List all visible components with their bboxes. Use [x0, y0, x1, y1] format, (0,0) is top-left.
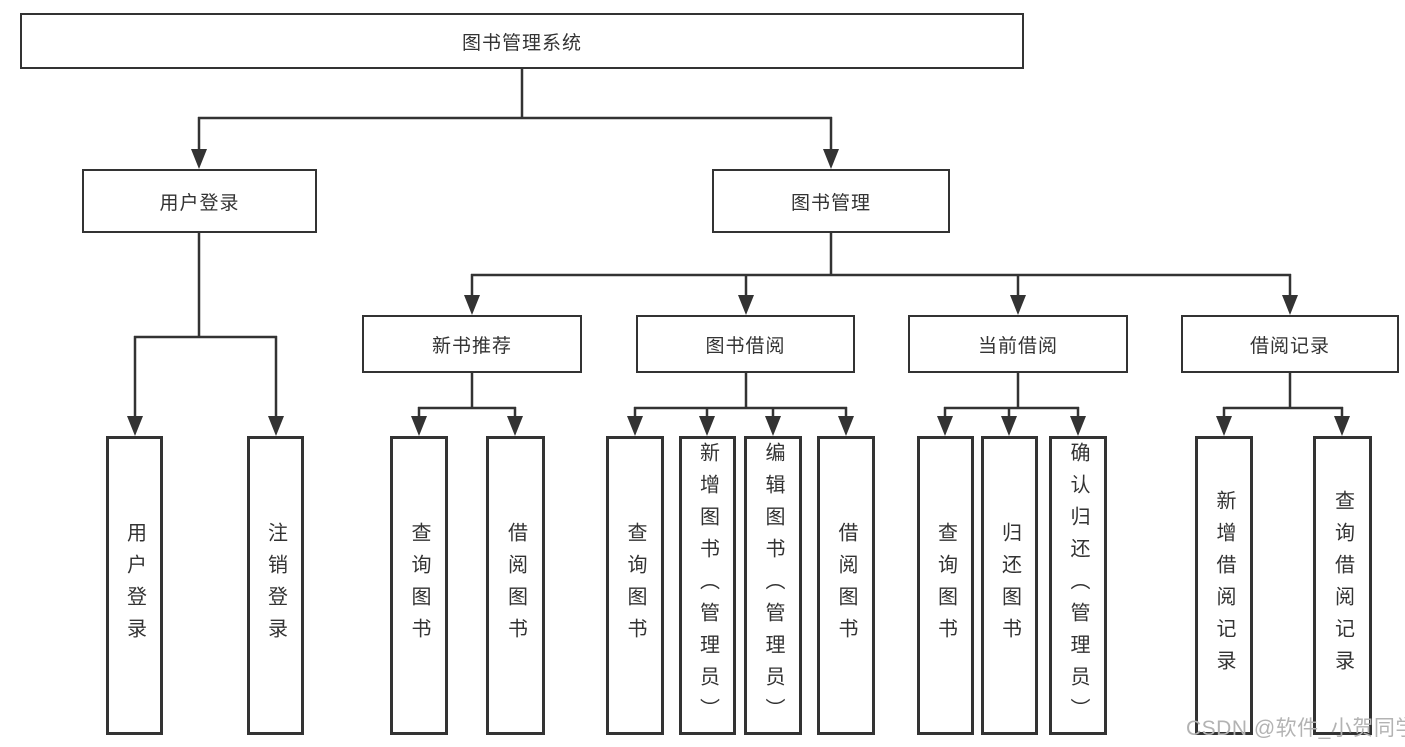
node-label: 用户登录 [159, 192, 240, 214]
leaf-label: 归还图书 [998, 521, 1021, 650]
node-book-management: 图书管理 [712, 169, 950, 233]
leaf-label: 查询图书 [408, 521, 430, 650]
leaf-query-books-recommend: 查询图书 [390, 436, 448, 735]
leaf-label: 借阅图书 [835, 521, 857, 650]
node-label: 图书管理 [790, 192, 871, 214]
leaf-label: 新增图书（管理员） [696, 441, 719, 730]
leaf-query-books-borrowing: 查询图书 [606, 436, 664, 735]
arrowheads [127, 149, 1350, 436]
node-label: 新书推荐 [431, 335, 512, 357]
leaf-confirm-return-admin: 确认归还（管理员） [1049, 436, 1107, 735]
csdn-watermark: CSDN @软件_小贺同学 [1186, 717, 1405, 740]
leaf-logout: 注销登录 [247, 436, 304, 735]
leaf-query-borrow-record: 查询借阅记录 [1313, 436, 1372, 735]
leaf-label: 查询图书 [624, 521, 646, 650]
leaf-label: 借阅图书 [504, 521, 527, 650]
leaf-label: 新增借阅记录 [1213, 489, 1235, 682]
leaf-query-books-current: 查询图书 [917, 436, 974, 735]
leaf-label: 查询图书 [934, 521, 957, 650]
node-new-book-recommendation: 新书推荐 [362, 315, 582, 373]
leaf-label: 注销登录 [264, 521, 287, 650]
node-label: 当前借阅 [977, 335, 1058, 357]
leaf-label: 查询借阅记录 [1331, 489, 1354, 682]
node-book-borrowing: 图书借阅 [636, 315, 855, 373]
node-user-login: 用户登录 [82, 169, 317, 233]
leaf-add-books-admin: 新增图书（管理员） [679, 436, 736, 735]
node-borrowing-records: 借阅记录 [1181, 315, 1399, 373]
leaf-label: 确认归还（管理员） [1067, 441, 1089, 730]
leaf-return-books: 归还图书 [981, 436, 1038, 735]
leaf-label: 编辑图书（管理员） [762, 441, 784, 730]
node-label: 借阅记录 [1249, 335, 1330, 357]
node-label: 图书管理系统 [461, 32, 582, 54]
leaf-label: 用户登录 [123, 521, 146, 650]
leaf-user-login: 用户登录 [106, 436, 163, 735]
node-library-management-system: 图书管理系统 [20, 13, 1024, 69]
node-label: 图书借阅 [705, 335, 786, 357]
node-current-borrowing: 当前借阅 [908, 315, 1128, 373]
leaf-add-borrow-record: 新增借阅记录 [1195, 436, 1253, 735]
leaf-borrow-books: 借阅图书 [817, 436, 875, 735]
leaf-borrow-books-recommend: 借阅图书 [486, 436, 545, 735]
leaf-edit-books-admin: 编辑图书（管理员） [744, 436, 802, 735]
